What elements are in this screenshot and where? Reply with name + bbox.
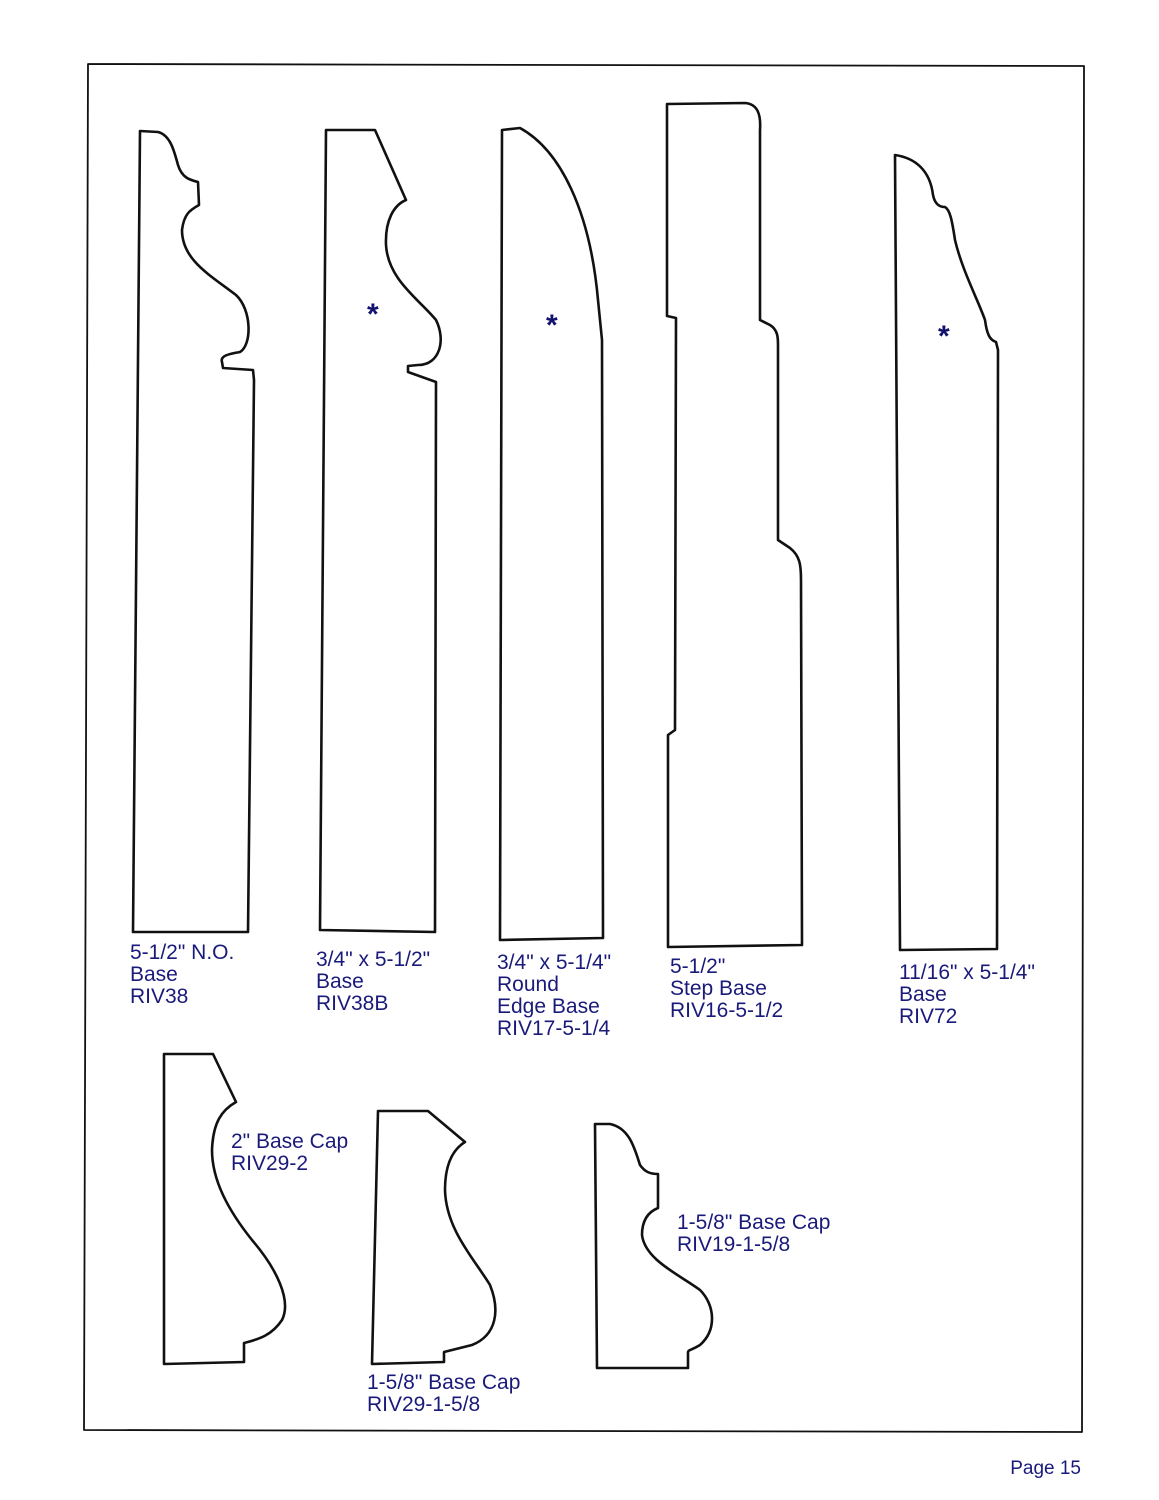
label-riv38: 5-1/2" N.O. Base RIV38 xyxy=(130,942,234,1008)
label-line: RIV72 xyxy=(899,1005,958,1028)
label-line: RIV29-2 xyxy=(231,1152,309,1175)
label-line: 5-1/2" N.O. xyxy=(130,941,235,964)
label-riv16: 5-1/2" Step Base RIV16-5-1/2 xyxy=(670,956,783,1022)
label-riv17: 3/4" x 5-1/4" Round Edge Base RIV17-5-1/… xyxy=(497,952,611,1040)
profile-riv38b xyxy=(318,128,442,934)
label-line: 1-5/8" Base Cap xyxy=(677,1211,831,1234)
label-line: 1-5/8" Base Cap xyxy=(367,1371,521,1394)
asterisk-riv17: * xyxy=(546,309,558,342)
profile-riv19-158 xyxy=(593,1122,714,1370)
profile-riv38 xyxy=(131,129,256,934)
label-riv29-158: 1-5/8" Base Cap RIV29-1-5/8 xyxy=(367,1372,520,1416)
profile-riv29-158 xyxy=(370,1109,497,1366)
label-line: RIV38 xyxy=(130,985,189,1008)
label-line: RIV16-5-1/2 xyxy=(670,999,784,1022)
profile-riv17 xyxy=(498,126,605,942)
label-line: 3/4" x 5-1/4" xyxy=(497,951,612,974)
label-line: Round xyxy=(497,973,559,996)
label-line: 11/16" x 5-1/4" xyxy=(899,961,1035,984)
label-riv72: 11/16" x 5-1/4" Base RIV72 xyxy=(899,962,1035,1028)
page-border xyxy=(83,63,1085,1433)
label-line: RIV19-1-5/8 xyxy=(677,1233,791,1256)
label-line: 5-1/2" xyxy=(670,955,726,978)
label-line: Edge Base xyxy=(497,995,600,1018)
label-line: Step Base xyxy=(670,977,767,1000)
label-line: RIV17-5-1/4 xyxy=(497,1017,611,1040)
label-line: Base xyxy=(130,963,178,986)
asterisk-riv72: * xyxy=(938,320,950,353)
profile-riv72 xyxy=(893,153,1000,952)
label-line: 2" Base Cap xyxy=(231,1130,349,1153)
label-riv29-2: 2" Base Cap RIV29-2 xyxy=(231,1131,348,1175)
label-line: Base xyxy=(316,970,364,993)
profile-riv29-2 xyxy=(162,1052,287,1366)
label-line: Base xyxy=(899,983,947,1006)
label-riv19-158: 1-5/8" Base Cap RIV19-1-5/8 xyxy=(677,1212,830,1256)
label-line: 3/4" x 5-1/2" xyxy=(316,948,431,971)
label-line: RIV29-1-5/8 xyxy=(367,1393,481,1416)
label-riv38b: 3/4" x 5-1/2" Base RIV38B xyxy=(316,949,430,1015)
profile-riv16 xyxy=(665,101,804,949)
page-number: Page 15 xyxy=(1010,1458,1081,1479)
label-line: RIV38B xyxy=(316,992,389,1015)
asterisk-riv38b: * xyxy=(367,298,379,331)
